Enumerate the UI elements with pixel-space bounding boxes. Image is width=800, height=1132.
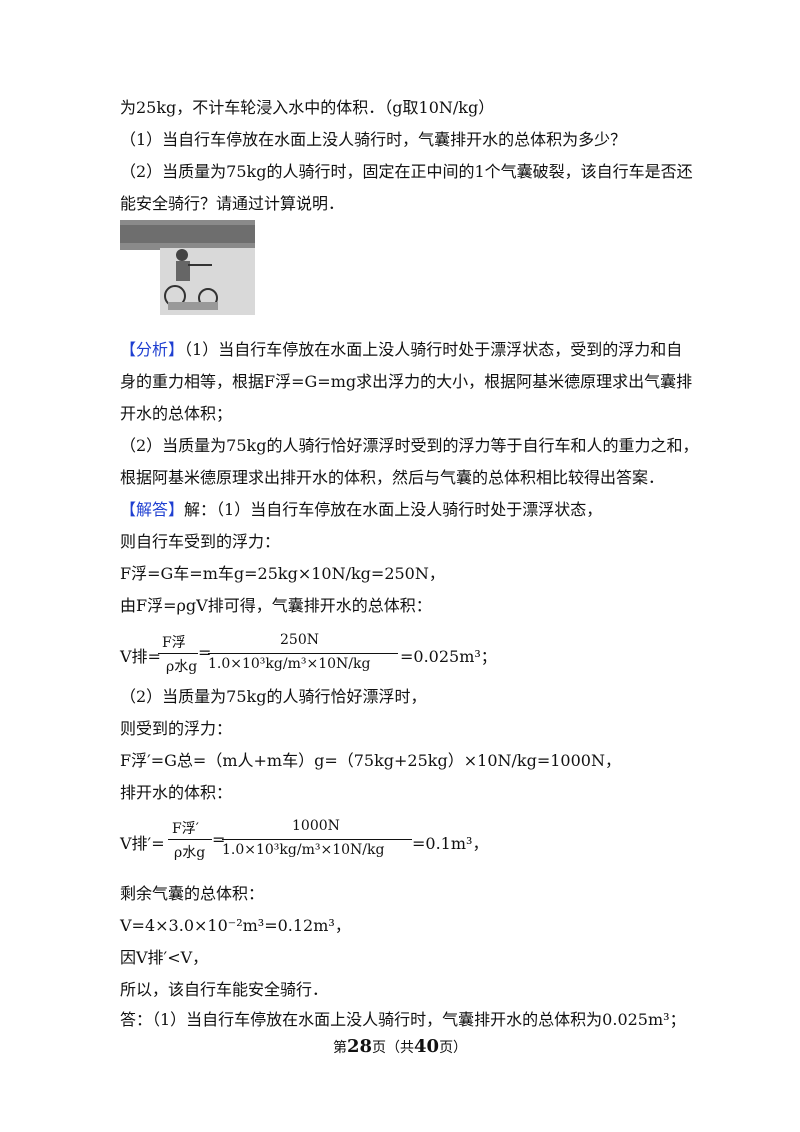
eq2-den1: ρ水g [174,845,206,861]
solution-line-10: V=4×3.0×10⁻²m³=0.12m³， [120,916,351,935]
solution-line-8: 排开水的体积： [120,783,233,802]
analysis-line-4: （2）当质量为75kg的人骑行恰好漂浮时受到的浮力等于自行车和人的重力之和， [120,436,699,455]
eq1-den2: 1.0×10³kg/m³×10N/kg [208,656,371,672]
solution-line-12: 所以，该自行车能安全骑行． [120,980,329,999]
solution-line-5: （2）当质量为75kg的人骑行恰好漂浮时， [120,687,427,706]
analysis-text-1: （1）当自行车停放在水面上没人骑行时处于漂浮状态，受到的浮力和自 [184,340,683,359]
problem-question-2-cont: 能安全骑行？请通过计算说明． [120,194,345,213]
analysis-line-5: 根据阿基米德原理求出排开水的体积，然后与气囊的总体积相比较得出答案． [120,468,665,487]
footer-mid: 页（共 [372,1040,414,1056]
eq1-lhs: V排= [120,647,161,666]
solution-line-1: 【解答】解：（1）当自行车停放在水面上没人骑行时处于漂浮状态， [120,500,602,520]
problem-line-1: 为25kg，不计车轮浸入水中的体积．（g取10N/kg） [120,98,495,117]
solution-answer: 答：（1）当自行车停放在水面上没人骑行时，气囊排开水的总体积为0.025m³； [120,1010,686,1029]
eq2-rhs: =0.1m³， [412,834,489,853]
solution-line-3: F浮=G车=m车g=25kg×10N/kg=250N， [120,564,445,583]
solution-tag: 【解答】 [120,500,185,519]
solution-line-2: 则自行车受到的浮力： [120,532,281,551]
analysis-tag: 【分析】 [120,340,185,359]
problem-question-2: （2）当质量为75kg的人骑行时，固定在正中间的1个气囊破裂，该自行车是否还 [120,162,693,181]
analysis-line-3: 开水的总体积； [120,404,233,423]
page-footer: 第28页（共40页） [0,1036,800,1057]
footer-pre: 第 [332,1040,347,1056]
eq1-den1: ρ水g [166,659,198,675]
eq2-num2: 1000N [292,818,340,834]
analysis-line-1: 【分析】（1）当自行车停放在水面上没人骑行时处于漂浮状态，受到的浮力和自 [120,340,682,360]
equation-volume-displaced: V排= F浮 ρ水g = 250N 1.0×10³kg/m³×10N/kg =0… [120,632,497,675]
eq2-den2: 1.0×10³kg/m³×10N/kg [222,842,385,858]
problem-question-1: （1）当自行车停放在水面上没人骑行时，气囊排开水的总体积为多少？ [120,130,627,149]
footer-post: 页） [439,1040,468,1056]
eq2-lhs: V排′= [120,834,165,853]
solution-text-1: 解：（1）当自行车停放在水面上没人骑行时处于漂浮状态， [184,500,603,519]
bicycle-photo [120,220,255,315]
analysis-line-2: 身的重力相等，根据F浮=G=mg求出浮力的大小，根据阿基米德原理求出气囊排 [120,372,693,391]
eq1-num1: F浮 [162,635,186,651]
solution-line-11: 因V排′<V， [120,948,209,967]
solution-line-7: F浮′=G总=（m人+m车）g=（75kg+25kg）×10N/kg=1000N… [120,751,621,770]
eq2-num1: F浮′ [172,821,199,837]
solution-line-6: 则受到的浮力： [120,719,233,738]
solution-line-9: 剩余气囊的总体积： [120,884,265,903]
solution-line-4: 由F浮=ρgV排可得，气囊排开水的总体积： [120,596,432,615]
equation-volume-with-rider: V排′= F浮′ ρ水g = 1000N 1.0×10³kg/m³×10N/kg… [120,818,489,861]
eq1-num2: 250N [280,632,319,648]
footer-page-number: 28 [346,1036,372,1057]
eq1-rhs: =0.025m³； [400,647,497,666]
footer-total-pages: 40 [414,1036,440,1057]
